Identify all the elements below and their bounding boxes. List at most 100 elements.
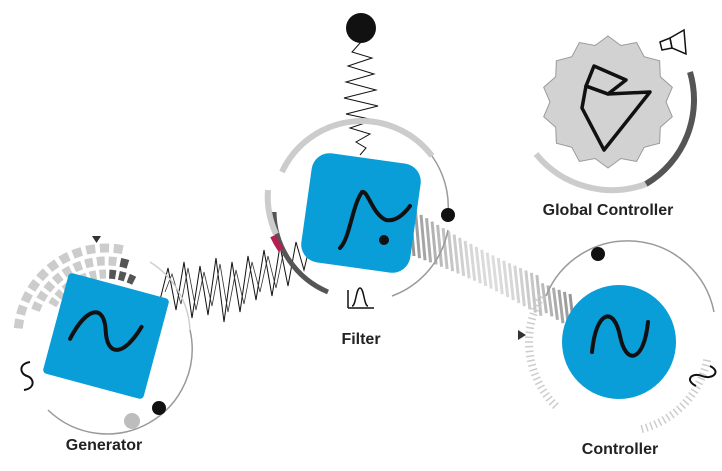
level-segment xyxy=(108,269,117,280)
generator-handle[interactable] xyxy=(152,401,166,415)
controller-tick xyxy=(525,331,534,334)
controller-marker-icon[interactable] xyxy=(518,330,526,340)
band-stripe xyxy=(529,272,537,313)
bandpass-icon[interactable] xyxy=(347,287,374,309)
band-stripe xyxy=(414,211,422,259)
filter-accent-arc xyxy=(270,234,284,252)
controller-tick xyxy=(528,316,537,321)
controller-tick xyxy=(526,326,535,330)
controller-tick xyxy=(534,380,543,386)
controller-tick xyxy=(529,312,538,317)
controller-tick xyxy=(695,380,704,386)
controller-tick xyxy=(528,363,537,368)
level-segment xyxy=(46,259,60,273)
controller-tick xyxy=(688,391,696,398)
band-stripe xyxy=(557,289,565,324)
generator-range-ring xyxy=(47,329,193,435)
controller-tick xyxy=(537,294,545,300)
sine-wave-icon xyxy=(590,314,650,358)
global-controller-body[interactable] xyxy=(543,35,673,169)
controller-tick xyxy=(697,376,706,381)
filter-resonance-wire xyxy=(343,41,379,156)
controller-tick xyxy=(539,388,548,394)
band-stripe xyxy=(463,240,471,279)
level-segment xyxy=(117,270,127,282)
controller-tick xyxy=(526,354,535,358)
controller-node[interactable] xyxy=(518,240,717,433)
band-stripe xyxy=(452,234,460,274)
band-stripe xyxy=(518,267,526,307)
filter-node[interactable] xyxy=(264,13,455,309)
filter-curve-icon xyxy=(338,190,412,250)
filter-resonance-handle[interactable] xyxy=(346,13,376,43)
level-segment xyxy=(85,244,96,255)
controller-range-ring xyxy=(545,240,715,313)
level-segment xyxy=(61,265,73,278)
controller-tick xyxy=(679,402,686,409)
controller-tick xyxy=(672,408,679,416)
speaker-mute-icon[interactable] xyxy=(659,28,687,56)
level-segment xyxy=(20,291,33,304)
controller-body[interactable] xyxy=(562,285,676,399)
filter-label: Filter xyxy=(341,331,381,348)
controller-tick xyxy=(545,395,553,402)
band-stripe xyxy=(425,218,433,263)
waveform-shape-icon[interactable] xyxy=(20,361,34,391)
controller-tick xyxy=(657,418,663,427)
band-stripe xyxy=(447,231,455,272)
controller-tick xyxy=(542,391,550,398)
level-segment xyxy=(48,296,60,308)
waveform-shape-icon[interactable] xyxy=(689,365,717,387)
level-segment xyxy=(72,260,84,273)
modulation-band-filter-controller xyxy=(408,207,576,331)
controller-tick xyxy=(537,384,545,390)
controller-tick xyxy=(525,350,534,353)
controller-tick xyxy=(682,398,690,406)
filter-handle[interactable] xyxy=(441,208,455,222)
band-stripe xyxy=(458,237,466,277)
generator-marker-icon[interactable] xyxy=(92,236,101,243)
controller-tick xyxy=(668,411,675,419)
band-stripe xyxy=(496,257,504,295)
controller-tick xyxy=(699,372,708,377)
controller-tick xyxy=(690,388,699,394)
controller-tick xyxy=(532,303,541,308)
band-stripe xyxy=(474,246,482,284)
band-stripe xyxy=(441,228,449,270)
controller-tick xyxy=(653,420,658,429)
level-segment xyxy=(54,288,66,300)
level-segment xyxy=(36,290,49,302)
controller-tick xyxy=(701,363,710,368)
level-segment xyxy=(88,270,98,281)
band-stripe xyxy=(513,265,521,304)
controller-tick-ring xyxy=(525,294,712,433)
controller-handle[interactable] xyxy=(591,247,605,261)
speaker-icon xyxy=(580,64,652,152)
controller-tick xyxy=(649,422,654,431)
level-segment xyxy=(27,279,41,292)
global-controller-label: Global Controller xyxy=(542,202,674,219)
controller-tick xyxy=(529,367,538,372)
generator-node[interactable] xyxy=(13,236,193,435)
level-segment xyxy=(119,257,130,269)
level-segment xyxy=(84,257,94,269)
generator-label: Generator xyxy=(65,437,143,454)
band-stripe xyxy=(430,221,438,265)
controller-label: Controller xyxy=(581,441,659,458)
controller-tick xyxy=(552,402,559,409)
global-volume-ring xyxy=(533,152,648,194)
filter-range-ring xyxy=(279,118,435,174)
filter-body[interactable] xyxy=(299,151,423,275)
controller-tick xyxy=(661,416,667,424)
global-controller-node[interactable] xyxy=(533,28,697,194)
band-stripe xyxy=(551,287,559,320)
generator-secondary-handle[interactable] xyxy=(124,413,140,429)
controller-tick xyxy=(532,376,541,381)
controller-tick xyxy=(526,359,536,363)
controller-tick xyxy=(644,423,649,432)
band-stripe xyxy=(419,214,427,261)
level-segment xyxy=(96,256,105,267)
level-segment xyxy=(31,301,43,312)
controller-tick xyxy=(526,321,536,325)
controller-tick xyxy=(700,367,709,372)
